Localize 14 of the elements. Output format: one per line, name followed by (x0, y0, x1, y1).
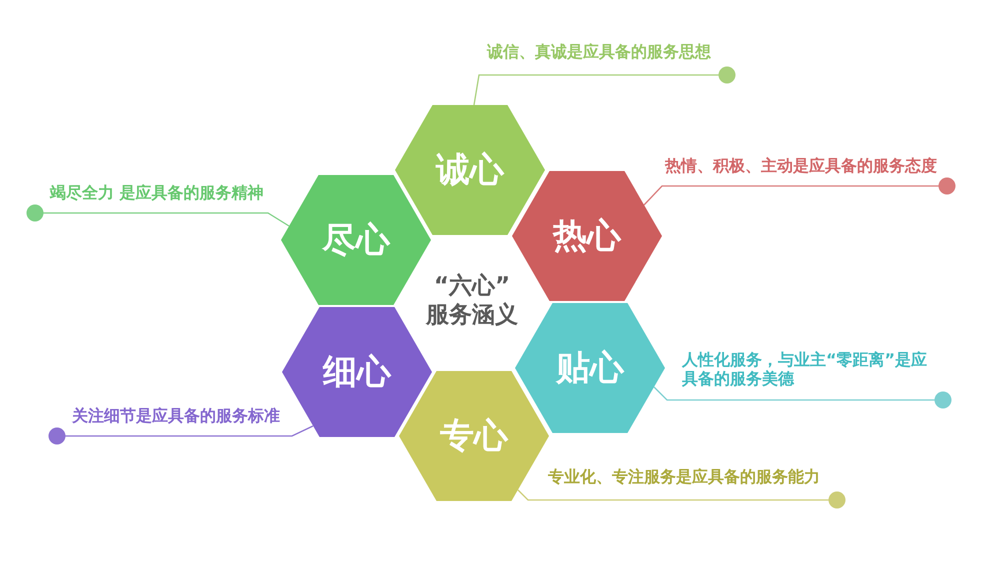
callout-text: 竭尽全力 是应具备的服务精神 (35, 183, 268, 213)
leader-line (644, 178, 956, 206)
callout-text: 诚信、真诚是应具备的服务思想 (479, 42, 727, 75)
callout-text: 热情、积极、主动是应具备的服务态度 (662, 156, 947, 186)
hexagon: 专心 (399, 371, 549, 501)
leader-line (48, 425, 314, 444)
hexagon: 尽心 (281, 175, 431, 305)
leader-line (518, 490, 846, 508)
leader-line (473, 66, 736, 106)
leader-line (654, 386, 952, 408)
callout-text: 人性化服务，与业主“零距离”是应具备的服务美德 (667, 350, 943, 400)
leader-line (26, 204, 290, 227)
hexagon: 诚心 (395, 105, 545, 235)
hexagon: 热心 (512, 171, 662, 301)
